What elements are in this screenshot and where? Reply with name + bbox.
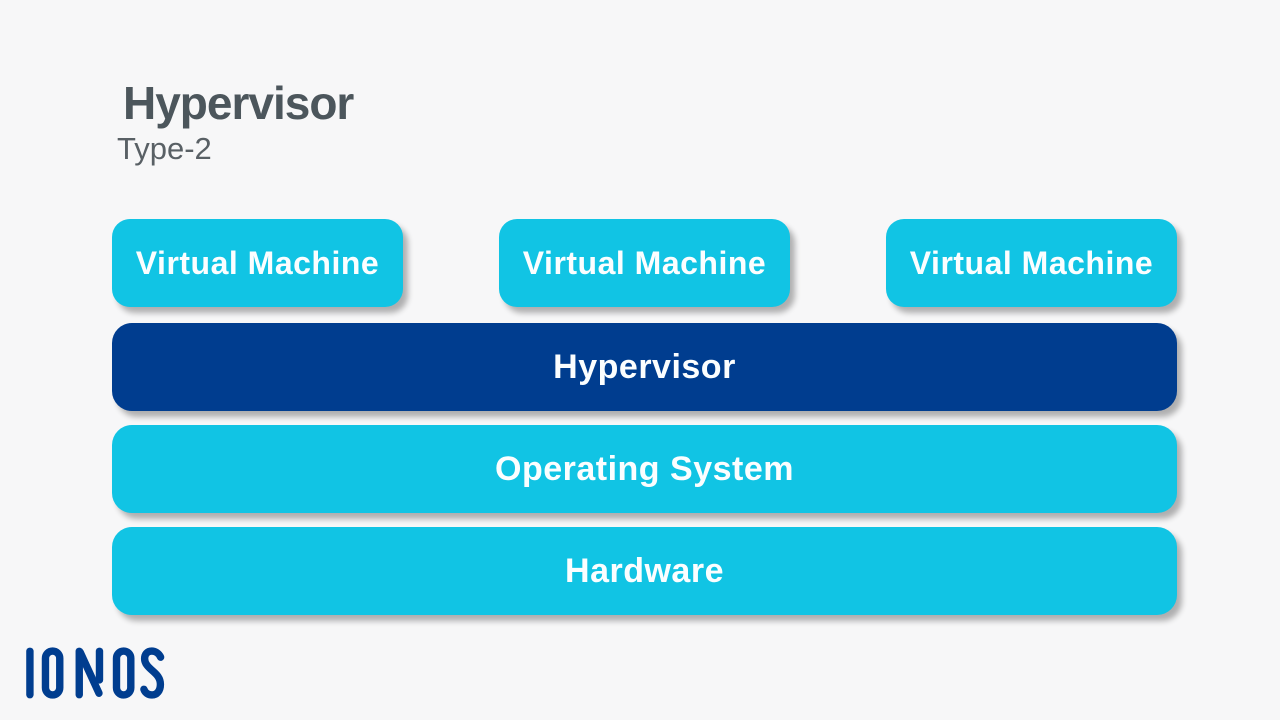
hardware-layer: Hardware <box>112 527 1177 615</box>
hypervisor-diagram: Virtual Machine Virtual Machine Virtual … <box>112 219 1177 629</box>
virtual-machine-label: Virtual Machine <box>522 244 767 281</box>
logo-letter-s <box>140 647 165 699</box>
logo-letter-o2 <box>112 647 135 699</box>
operating-system-layer: Operating System <box>112 425 1177 513</box>
virtual-machine-box: Virtual Machine <box>886 219 1177 307</box>
logo-letter-o1 <box>41 647 64 699</box>
title-block: Hypervisor Type-2 <box>117 77 354 166</box>
virtual-machine-box: Virtual Machine <box>112 219 403 307</box>
hardware-layer-label: Hardware <box>565 551 724 590</box>
virtual-machine-label: Virtual Machine <box>135 244 380 281</box>
hypervisor-layer-label: Hypervisor <box>553 347 736 386</box>
operating-system-layer-label: Operating System <box>495 449 794 488</box>
virtual-machine-row: Virtual Machine Virtual Machine Virtual … <box>112 219 1177 307</box>
page-title: Hypervisor <box>123 77 354 129</box>
virtual-machine-box: Virtual Machine <box>499 219 790 307</box>
logo-letter-n-diagonal <box>76 648 103 697</box>
ionos-logo: IONOS <box>24 646 172 700</box>
page-subtitle: Type-2 <box>117 131 212 166</box>
ionos-logo-graphic: IONOS <box>26 647 165 699</box>
virtual-machine-label: Virtual Machine <box>909 244 1154 281</box>
hypervisor-layer: Hypervisor <box>112 323 1177 411</box>
